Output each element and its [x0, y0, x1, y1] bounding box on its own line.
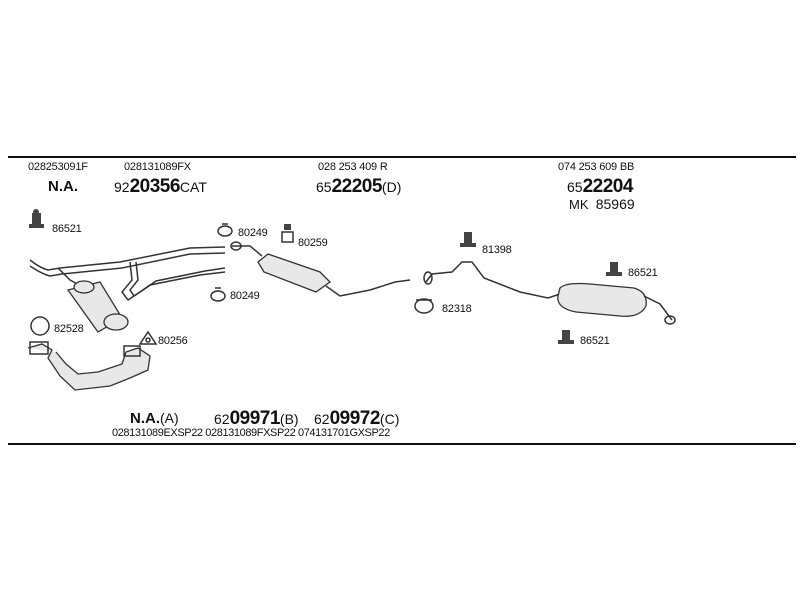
middle-silencer: [230, 241, 411, 297]
part-number-rear-silencer: 6522204: [567, 176, 633, 197]
bolt-icon: [281, 224, 294, 243]
ref-number-3: 028 253 409 R: [318, 161, 388, 173]
part-number-b: 6209971(B): [214, 408, 299, 429]
part-na-footer: N.A.(A): [130, 410, 179, 427]
intermediate-pipe: [121, 261, 226, 302]
callout-82318: 82318: [442, 303, 472, 315]
callout-86521-upper-right: 86521: [628, 267, 658, 279]
front-pipe-left: [29, 246, 226, 296]
ref-number-2: 028131089FX: [124, 161, 191, 173]
callout-86521-lower-right: 86521: [580, 335, 610, 347]
gasket-ring-icon: [30, 316, 50, 336]
down-pipe: [27, 341, 151, 391]
callout-81398: 81398: [482, 244, 512, 256]
clamp-icon-top: [217, 223, 233, 237]
catalytic-converter: [66, 280, 129, 333]
callout-80249-top: 80249: [238, 227, 268, 239]
callout-82528: 82528: [54, 323, 84, 335]
callout-86521-left: 86521: [52, 223, 82, 235]
part-number-c: 6209972(C): [314, 408, 400, 429]
mounting-kit-number: MK 85969: [569, 196, 635, 212]
part-number-catalyst: 9220356CAT: [114, 176, 207, 197]
rubber-mount-icon: [29, 209, 44, 228]
top-divider: [8, 156, 796, 158]
callout-80256: 80256: [158, 335, 188, 347]
rubber-mount-icon-lower-right: [558, 330, 574, 344]
triangle-gasket-icon: [138, 330, 158, 345]
ref-number-4: 074 253 609 BB: [558, 161, 635, 173]
hanger-mount-icon: [460, 232, 476, 247]
rear-pipe: [423, 261, 561, 299]
pipe-clamp-icon: [414, 298, 434, 314]
rear-silencer: [557, 282, 676, 325]
clamp-icon-bottom: [210, 287, 226, 302]
bottom-divider: [8, 443, 796, 445]
ref-number-1: 028253091F: [28, 161, 88, 173]
callout-80259: 80259: [298, 237, 328, 249]
part-number-middle-silencer: 6522205(D): [316, 176, 402, 197]
rubber-mount-icon-upper-right: [606, 262, 622, 276]
callout-80249-bottom: 80249: [230, 290, 260, 302]
footer-ref-numbers: 028131089EXSP22 028131089FXSP22 07413170…: [112, 427, 390, 439]
part-na-header: N.A.: [48, 178, 78, 195]
